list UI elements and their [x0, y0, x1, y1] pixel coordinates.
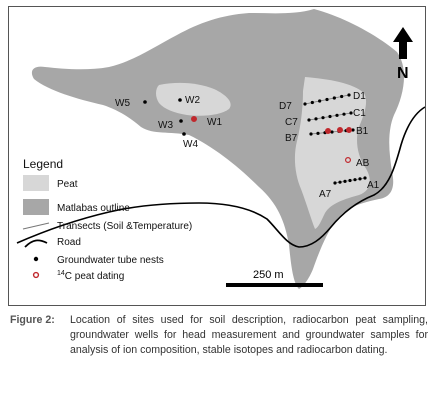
legend-item-peat-dating: 14C peat dating	[57, 270, 124, 282]
well-w5	[143, 100, 147, 104]
site-label-w4: W4	[183, 139, 198, 150]
legend-tube-nest-icon	[33, 256, 39, 262]
legend-item-road: Road	[57, 237, 81, 248]
transect-c-well-dot	[335, 113, 339, 117]
site-label-w2: W2	[185, 95, 200, 106]
site-label-w1: W1	[207, 117, 222, 128]
transect-a-well-dot	[333, 181, 337, 185]
transect-d-well-dot	[310, 100, 314, 105]
site-label-ab: AB	[356, 158, 370, 169]
well-ab	[345, 157, 352, 164]
site-label-b7: B7	[285, 133, 298, 144]
transect-a-well-dot	[348, 178, 352, 183]
transect-a-well-dot	[343, 179, 347, 183]
site-label-c1: C1	[353, 108, 366, 119]
transect-c-well-dot	[342, 112, 346, 116]
site-label-a1: A1	[367, 180, 380, 191]
site-label-c7: C7	[285, 117, 298, 128]
transect-c-well-dot	[307, 118, 311, 122]
well-w2	[178, 98, 182, 102]
transect-d-well-dot	[325, 97, 329, 102]
legend: Legend Peat Matlabas outline Transects (…	[22, 157, 192, 282]
well-w3	[179, 119, 183, 123]
scale-label: 250 m	[253, 269, 284, 281]
well-b-dating-2	[337, 126, 344, 133]
caption-text: Location of sites used for soil descript…	[70, 314, 428, 357]
transect-c-well-dot	[314, 117, 318, 121]
well-b-dating-3	[346, 126, 353, 133]
map-canvas: W5 W2 W3 W1 W4 D7 D1 C7 C1 B7 B1 AB A7 A…	[16, 9, 425, 289]
well-b-dating-1	[325, 127, 332, 134]
well-w4	[182, 132, 186, 136]
site-label-d1: D1	[353, 91, 366, 102]
legend-transect-icon	[22, 222, 50, 230]
transect-d-well-dot	[318, 99, 322, 103]
legend-item-peat-dating-superscript: 14	[57, 270, 65, 277]
transect-b-well-dot	[316, 131, 320, 135]
transect-b-well-dot	[309, 132, 313, 136]
transect-d-well-dot	[332, 96, 336, 100]
legend-item-peat: Peat	[57, 179, 78, 190]
north-arrow: N	[393, 27, 413, 82]
well-w1	[191, 115, 198, 122]
scale-bar: 250 m	[226, 269, 323, 287]
transect-b-well-dot	[330, 130, 334, 134]
transect-a-well-dot	[358, 177, 362, 181]
peat-area-main	[294, 77, 370, 229]
transect-c-well-dot	[349, 111, 353, 115]
transect-d-well-dot	[340, 94, 344, 99]
transect-d-well-dot	[347, 93, 351, 97]
transect-c-well-dot	[328, 114, 332, 119]
transect-b-well-dot	[351, 128, 355, 132]
peat-area-west	[156, 82, 231, 116]
legend-matlabas-swatch	[23, 199, 49, 215]
transect-a-well-dot	[363, 176, 367, 180]
site-label-a7: A7	[319, 189, 332, 200]
legend-peat-dating-icon	[32, 271, 40, 279]
north-label: N	[397, 65, 409, 82]
figure-caption: Figure 2: Location of sites used for soi…	[10, 313, 428, 359]
transect-d-well-dot	[303, 102, 307, 106]
legend-road-icon	[24, 239, 48, 248]
site-label-d7: D7	[279, 101, 292, 112]
transect-a-well-dot	[353, 178, 357, 182]
legend-item-peat-dating-text: C peat dating	[65, 271, 125, 282]
legend-peat-swatch	[23, 175, 49, 191]
north-arrow-icon	[393, 27, 413, 59]
wells-group	[143, 98, 353, 164]
road-line	[16, 106, 425, 248]
legend-item-matlabas: Matlabas outline	[57, 203, 130, 214]
site-label-b1: B1	[356, 126, 369, 137]
map-frame: W5 W2 W3 W1 W4 D7 D1 C7 C1 B7 B1 AB A7 A…	[8, 6, 426, 306]
legend-item-tube-nests: Groundwater tube nests	[57, 255, 164, 266]
legend-item-transects: Transects (Soil &Temperature)	[57, 221, 192, 232]
transect-c-well-dot	[321, 116, 325, 120]
site-label-w3: W3	[158, 120, 173, 131]
transect-a-well-dot	[338, 180, 342, 184]
legend-title: Legend	[23, 157, 63, 171]
scale-bar-line	[226, 283, 323, 287]
caption-label: Figure 2:	[10, 314, 55, 326]
site-label-w5: W5	[115, 98, 130, 109]
